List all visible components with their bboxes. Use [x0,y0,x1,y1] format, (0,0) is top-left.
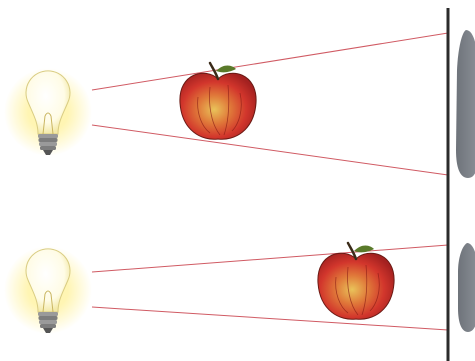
light-bulb-icon [4,68,92,156]
light-ray-upper [91,32,449,91]
scene-top [4,30,475,178]
light-bulb-icon [4,246,92,334]
apple-icon [317,241,395,320]
bulb-glass [25,248,71,313]
apple-icon [179,61,257,140]
light-ray-lower [91,124,449,176]
scene-bottom [4,241,475,334]
shadow-large [456,30,475,178]
shadow-small [458,243,475,332]
light-ray-lower [91,306,449,331]
bulb-glass [25,70,71,135]
light-ray-upper [91,244,449,273]
bulb-base [38,312,58,333]
bulb-base [38,134,58,155]
